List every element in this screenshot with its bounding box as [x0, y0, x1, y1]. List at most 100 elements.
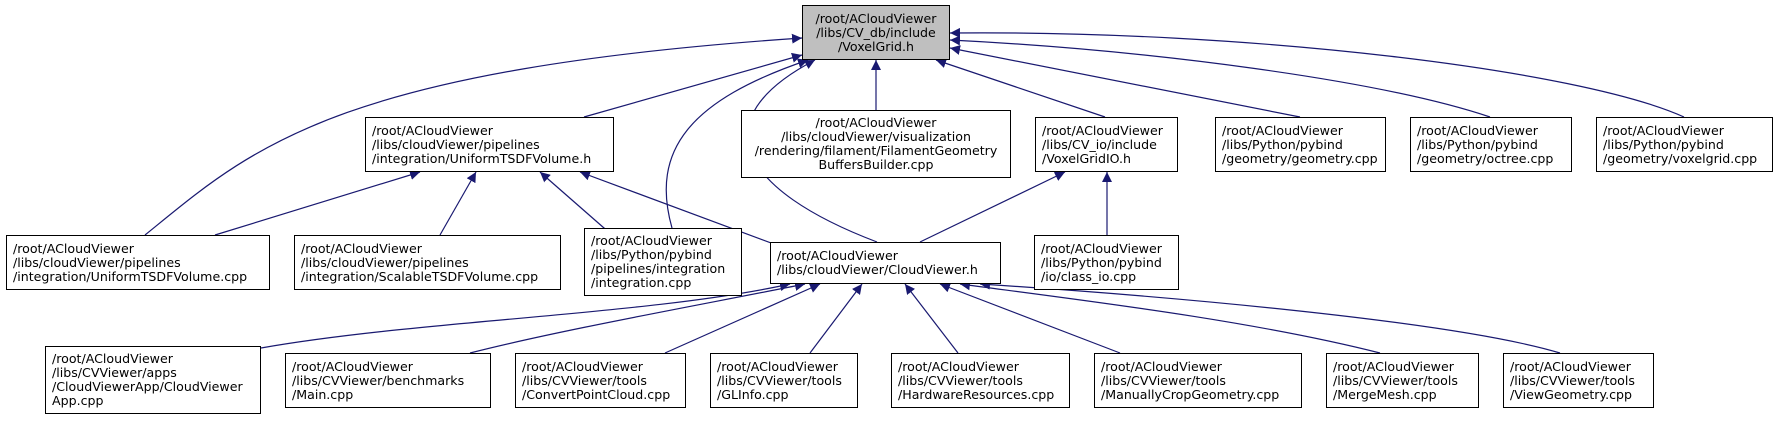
node-label-line: /libs/CVViewer/apps	[52, 365, 177, 380]
node-label-line: /root/ACloudViewer	[717, 358, 838, 374]
edge-convertpointcloud-cpp-to-cloudviewer-h	[664, 283, 821, 354]
edge-scalable-tsdf-cpp-to-uniform-tsdf-h	[439, 171, 477, 236]
node-label-line: /libs/Python/pybind	[1417, 136, 1538, 152]
edge-cloudviewer-h-to-voxelgridio-h	[919, 171, 1066, 243]
edge-benchmarks-main-cpp-to-cloudviewer-h	[469, 281, 806, 354]
node-label-line: /root/ACloudViewer	[522, 358, 643, 374]
node-label-line: /HardwareResources.cpp	[898, 386, 1055, 402]
node-label-line: /libs/CV_db/include	[816, 24, 936, 40]
node-label-line: /integration/ScalableTSDFVolume.cpp	[301, 268, 539, 284]
node-label-line: /libs/CVViewer/tools	[522, 372, 647, 388]
edge-glinfo-cpp-to-cloudviewer-h	[809, 283, 863, 354]
node-label-line: /libs/CVViewer/tools	[1333, 372, 1458, 388]
node-label-line: /root/ACloudViewer	[372, 122, 493, 138]
node-label-line: /root/ACloudViewer	[815, 10, 937, 26]
edge-py-octree-cpp-to-voxelgrid-h	[949, 35, 1491, 118]
node-label-line: /libs/CV_io/include	[1042, 136, 1157, 152]
node-filament-buffers-cpp[interactable]: /root/ACloudViewer/libs/cloudViewer/visu…	[741, 110, 1011, 178]
node-scalable-tsdf-cpp[interactable]: /root/ACloudViewer/libs/cloudViewer/pipe…	[294, 235, 561, 290]
node-label-line: /MergeMesh.cpp	[1333, 386, 1437, 402]
node-label-line: /root/ACloudViewer	[1333, 358, 1454, 374]
node-py-voxelgrid-cpp[interactable]: /root/ACloudViewer/libs/Python/pybind/ge…	[1596, 117, 1773, 172]
node-label-line: /geometry/voxelgrid.cpp	[1603, 150, 1758, 166]
node-label-line: /Main.cpp	[292, 386, 354, 402]
node-label-line: /geometry/octree.cpp	[1417, 150, 1554, 166]
node-label-line: /libs/CVViewer/tools	[1510, 372, 1635, 388]
node-label-line: /root/ACloudViewer	[898, 358, 1019, 374]
node-label-line: /GLInfo.cpp	[717, 386, 789, 402]
node-label-line: BuffersBuilder.cpp	[818, 157, 934, 172]
node-label-line: App.cpp	[52, 393, 104, 408]
node-label-line: /libs/Python/pybind	[1041, 254, 1162, 270]
node-label-line: /pipelines/integration	[591, 261, 726, 276]
node-label-line: /root/ACloudViewer	[292, 358, 413, 374]
node-label-line: /libs/Python/pybind	[591, 247, 712, 262]
node-label-line: /libs/CVViewer/tools	[717, 372, 842, 388]
node-label-line: /root/ACloudViewer	[1101, 358, 1222, 374]
edge-py-voxelgrid-cpp-to-voxelgrid-h	[949, 27, 1685, 118]
edge-uniform-tsdf-h-to-voxelgrid-h	[583, 52, 803, 118]
node-py-geometry-cpp[interactable]: /root/ACloudViewer/libs/Python/pybind/ge…	[1215, 117, 1386, 172]
node-label-line: /libs/CVViewer/benchmarks	[292, 372, 465, 388]
edge-hardwareresources-cpp-to-cloudviewer-h	[904, 283, 959, 354]
node-label-line: /CloudViewerApp/CloudViewer	[52, 379, 243, 394]
edge-uniform-tsdf-cpp-to-uniform-tsdf-h	[214, 170, 421, 236]
node-viewgeometry-cpp[interactable]: /root/ACloudViewer/libs/CVViewer/tools/V…	[1503, 353, 1654, 408]
node-uniform-tsdf-h[interactable]: /root/ACloudViewer/libs/cloudViewer/pipe…	[365, 117, 614, 172]
edge-uniform-tsdf-cpp-to-voxelgrid-h	[144, 33, 803, 236]
edge-manuallycropgeometry-cpp-to-cloudviewer-h	[939, 282, 1121, 354]
node-label-line: /libs/Python/pybind	[1222, 136, 1343, 152]
node-label-line: /ManuallyCropGeometry.cpp	[1101, 386, 1280, 402]
edge-cloudviewer-h-to-uniform-tsdf-h	[579, 170, 791, 251]
edge-mergemesh-cpp-to-cloudviewer-h	[959, 280, 1381, 354]
node-label-line: /geometry/geometry.cpp	[1222, 150, 1378, 166]
node-label-line: /root/ACloudViewer	[52, 351, 173, 366]
node-label-line: /root/ACloudViewer	[815, 115, 937, 130]
node-label-line: /root/ACloudViewer	[13, 240, 134, 256]
edge-voxelgridio-h-to-voxelgrid-h	[935, 58, 1106, 118]
node-label-line: /ConvertPointCloud.cpp	[522, 386, 671, 402]
node-label-line: /root/ACloudViewer	[301, 240, 422, 256]
node-mergemesh-cpp[interactable]: /root/ACloudViewer/libs/CVViewer/tools/M…	[1326, 353, 1479, 408]
node-label-line: /root/ACloudViewer	[1417, 122, 1538, 138]
node-convertpointcloud-cpp[interactable]: /root/ACloudViewer/libs/CVViewer/tools/C…	[515, 353, 686, 408]
node-label-line: /libs/cloudViewer/CloudViewer.h	[777, 262, 978, 277]
node-py-integration-cpp[interactable]: /root/ACloudViewer/libs/Python/pybind/pi…	[584, 228, 742, 296]
node-label-line: /root/ACloudViewer	[1603, 122, 1724, 138]
node-label-line: /root/ACloudViewer	[1041, 240, 1162, 256]
node-label-line: /integration/UniformTSDFVolume.cpp	[13, 268, 248, 284]
node-label-line: /libs/cloudViewer/pipelines	[13, 254, 181, 270]
edge-py-integration-cpp-to-voxelgrid-h	[665, 58, 809, 229]
node-label-line: /root/ACloudViewer	[1222, 122, 1343, 138]
node-label-line: /libs/cloudViewer/visualization	[781, 129, 971, 144]
node-voxelgridio-h[interactable]: /root/ACloudViewer/libs/CV_io/include/Vo…	[1035, 117, 1178, 172]
node-py-class-io-cpp[interactable]: /root/ACloudViewer/libs/Python/pybind/io…	[1034, 235, 1179, 290]
node-label-line: /root/ACloudViewer	[777, 248, 898, 263]
node-label-line: /rendering/filament/FilamentGeometry	[754, 143, 998, 158]
node-py-octree-cpp[interactable]: /root/ACloudViewer/libs/Python/pybind/ge…	[1410, 117, 1572, 172]
node-label-line: /root/ACloudViewer	[591, 233, 712, 248]
node-cloudviewerapp-cpp[interactable]: /root/ACloudViewer/libs/CVViewer/apps/Cl…	[45, 346, 261, 414]
node-label-line: /VoxelGridIO.h	[1042, 150, 1132, 166]
node-hardwareresources-cpp[interactable]: /root/ACloudViewer/libs/CVViewer/tools/H…	[891, 353, 1070, 408]
edge-viewgeometry-cpp-to-cloudviewer-h	[979, 279, 1561, 354]
node-label-line: /root/ACloudViewer	[1042, 122, 1163, 138]
node-cloudviewer-h[interactable]: /root/ACloudViewer/libs/cloudViewer/Clou…	[770, 242, 1001, 284]
node-label-line: /VoxelGrid.h	[838, 38, 914, 54]
node-label-line: /integration.cpp	[591, 275, 692, 290]
node-label-line: /libs/CVViewer/tools	[898, 372, 1023, 388]
node-glinfo-cpp[interactable]: /root/ACloudViewer/libs/CVViewer/tools/G…	[710, 353, 858, 408]
node-uniform-tsdf-cpp[interactable]: /root/ACloudViewer/libs/cloudViewer/pipe…	[6, 235, 270, 290]
edge-py-geometry-cpp-to-voxelgrid-h	[949, 45, 1301, 118]
node-manuallycropgeometry-cpp[interactable]: /root/ACloudViewer/libs/CVViewer/tools/M…	[1094, 353, 1302, 408]
node-label-line: /libs/Python/pybind	[1603, 136, 1724, 152]
node-benchmarks-main-cpp[interactable]: /root/ACloudViewer/libs/CVViewer/benchma…	[285, 353, 491, 408]
node-label-line: /libs/cloudViewer/pipelines	[301, 254, 469, 270]
node-label-line: /libs/CVViewer/tools	[1101, 372, 1226, 388]
node-voxelgrid-h[interactable]: /root/ACloudViewer/libs/CV_db/include/Vo…	[802, 5, 950, 60]
node-label-line: /root/ACloudViewer	[1510, 358, 1631, 374]
node-label-line: /io/class_io.cpp	[1041, 268, 1137, 284]
node-label-line: /integration/UniformTSDFVolume.h	[372, 150, 592, 166]
node-label-line: /libs/cloudViewer/pipelines	[372, 136, 540, 152]
